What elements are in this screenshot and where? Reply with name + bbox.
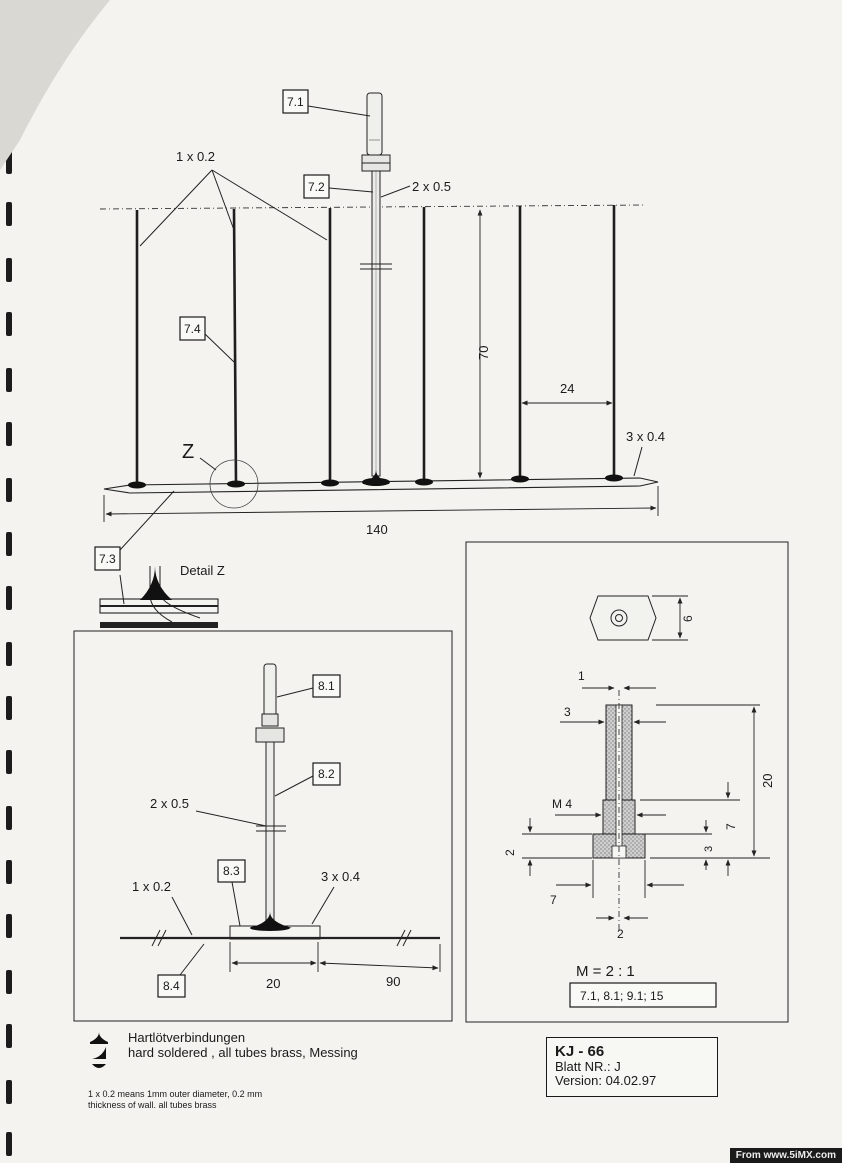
svg-text:7.3: 7.3 <box>99 552 116 566</box>
panel-base-detail <box>73 630 453 1022</box>
drawing-code: KJ - 66 <box>555 1043 605 1060</box>
part-label-8-4 <box>157 974 186 998</box>
legend-line-2: hard soldered , all tubes brass, Messing <box>128 1045 358 1060</box>
svg-text:7.4: 7.4 <box>184 322 201 336</box>
svg-text:8.1: 8.1 <box>318 679 335 693</box>
detail-title: Detail Z <box>180 563 225 578</box>
label-tube-1x02-top: 1 x 0.2 <box>176 149 215 164</box>
base-detail-drawing: 8.1 8.2 2 x 0.5 8.3 3 x 0.4 1 x 0.2 8.4 … <box>120 663 441 998</box>
legend-row: Hartlötverbindungen <box>88 1030 428 1045</box>
sheet-number: Blatt NR.: J <box>555 1059 621 1074</box>
fitting-detail-drawing: 6 1 3 M 4 20 7 3 <box>503 595 775 1008</box>
label-tube-3x04-top: 3 x 0.4 <box>626 429 665 444</box>
svg-text:8.2: 8.2 <box>318 767 335 781</box>
dimension-shank-label: 3 <box>564 705 571 719</box>
source-credit: From www.5iMX.com <box>729 1148 842 1163</box>
part-label-8-3 <box>217 859 246 883</box>
part-label-7-1 <box>282 89 309 114</box>
part-label-7-3 <box>94 546 121 571</box>
legend-row: hard soldered , all tubes brass, Messing <box>88 1045 428 1060</box>
radial-wire <box>232 208 238 485</box>
label-tube-2x05-top: 2 x 0.5 <box>412 179 451 194</box>
panel-fitting-detail <box>465 541 789 1023</box>
label-tube-1x02-bottom: 1 x 0.2 <box>132 879 171 894</box>
solder-cup-icon <box>88 1060 128 1075</box>
binding-holes <box>6 150 16 1156</box>
legend-row <box>88 1060 428 1075</box>
title-block: KJ - 66 Blatt NR.: J Version: 04.02.97 <box>546 1037 718 1097</box>
scale-parts-box <box>569 982 717 1008</box>
part-label-7-4 <box>179 316 206 341</box>
part-label-8-2 <box>312 762 341 786</box>
dimension-overall-label: 20 <box>760 774 775 788</box>
svg-text:8.3: 8.3 <box>223 864 240 878</box>
dimension-spacing-label: 24 <box>560 381 574 396</box>
dimension-bore-label: 1 <box>578 669 585 683</box>
dimension-height-label: 70 <box>476 346 491 360</box>
dimension-fitting-dia-label: 6 <box>681 615 695 622</box>
top-tube-7-1 <box>366 92 383 156</box>
svg-text:7.2: 7.2 <box>308 180 325 194</box>
scale-parts-label: 7.1, 8.1; 9.1; 15 <box>580 989 664 1003</box>
dimension-length <box>105 505 657 517</box>
dimension-thread-length-label: 7 <box>724 823 738 830</box>
antenna-assembly: Z 1 x 0.2 7.1 7.2 2 x 0.5 7.4 3 x 0.4 70… <box>94 89 665 571</box>
legend: Hartlötverbindungen hard soldered , all … <box>88 1030 428 1111</box>
label-tube-3x04-bottom: 3 x 0.4 <box>321 869 360 884</box>
solder-symbol-icon <box>88 1030 128 1045</box>
thread-size-label: M 4 <box>552 797 572 811</box>
legend-line-1: Hartlötverbindungen <box>128 1030 246 1045</box>
scale-label: M = 2 : 1 <box>576 963 635 980</box>
dimension-run-label: 90 <box>386 974 400 989</box>
dimension-length-label: 140 <box>366 522 388 537</box>
detail-marker: Z <box>182 441 194 463</box>
part-label-8-1 <box>312 674 341 698</box>
solder-corner-icon <box>88 1045 128 1060</box>
part-label-7-2 <box>303 174 330 199</box>
svg-text:7.1: 7.1 <box>287 95 304 109</box>
detail-z: Detail Z <box>99 563 225 628</box>
dimension-hole-label: 2 <box>617 927 624 941</box>
dimension-base-label: 20 <box>266 976 280 991</box>
dimension-collar-label: 3 <box>703 846 715 852</box>
dimension-base-dia-label: 7 <box>550 893 557 907</box>
legend-note: 1 x 0.2 means 1mm outer diameter, 0.2 mm… <box>88 1089 263 1110</box>
page-fold-shadow <box>0 0 110 170</box>
version: Version: 04.02.97 <box>555 1073 657 1088</box>
svg-text:8.4: 8.4 <box>163 979 180 993</box>
label-tube-2x05-bottom: 2 x 0.5 <box>150 796 189 811</box>
dimension-flange-label: 2 <box>503 849 517 856</box>
